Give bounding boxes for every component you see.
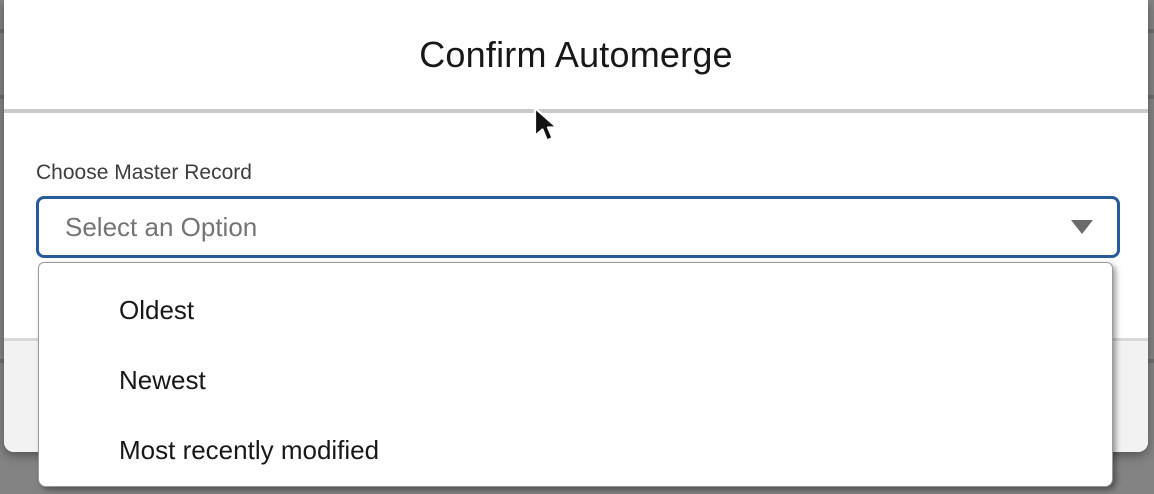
master-record-combobox[interactable]: Select an Option bbox=[36, 196, 1120, 258]
combobox-placeholder: Select an Option bbox=[65, 211, 258, 242]
header-divider bbox=[4, 109, 1148, 113]
listbox-option-oldest[interactable]: Oldest bbox=[119, 294, 195, 325]
master-record-listbox: Oldest Newest Most recently modified bbox=[38, 262, 1113, 487]
choose-master-record-label: Choose Master Record bbox=[36, 161, 252, 184]
modal-header: Confirm Automerge bbox=[4, 0, 1148, 109]
listbox-option-newest[interactable]: Newest bbox=[119, 364, 206, 395]
chevron-down-icon[interactable] bbox=[1071, 220, 1093, 234]
listbox-option-most-recently-modified[interactable]: Most recently modified bbox=[119, 434, 380, 465]
modal-title: Confirm Automerge bbox=[419, 33, 733, 75]
